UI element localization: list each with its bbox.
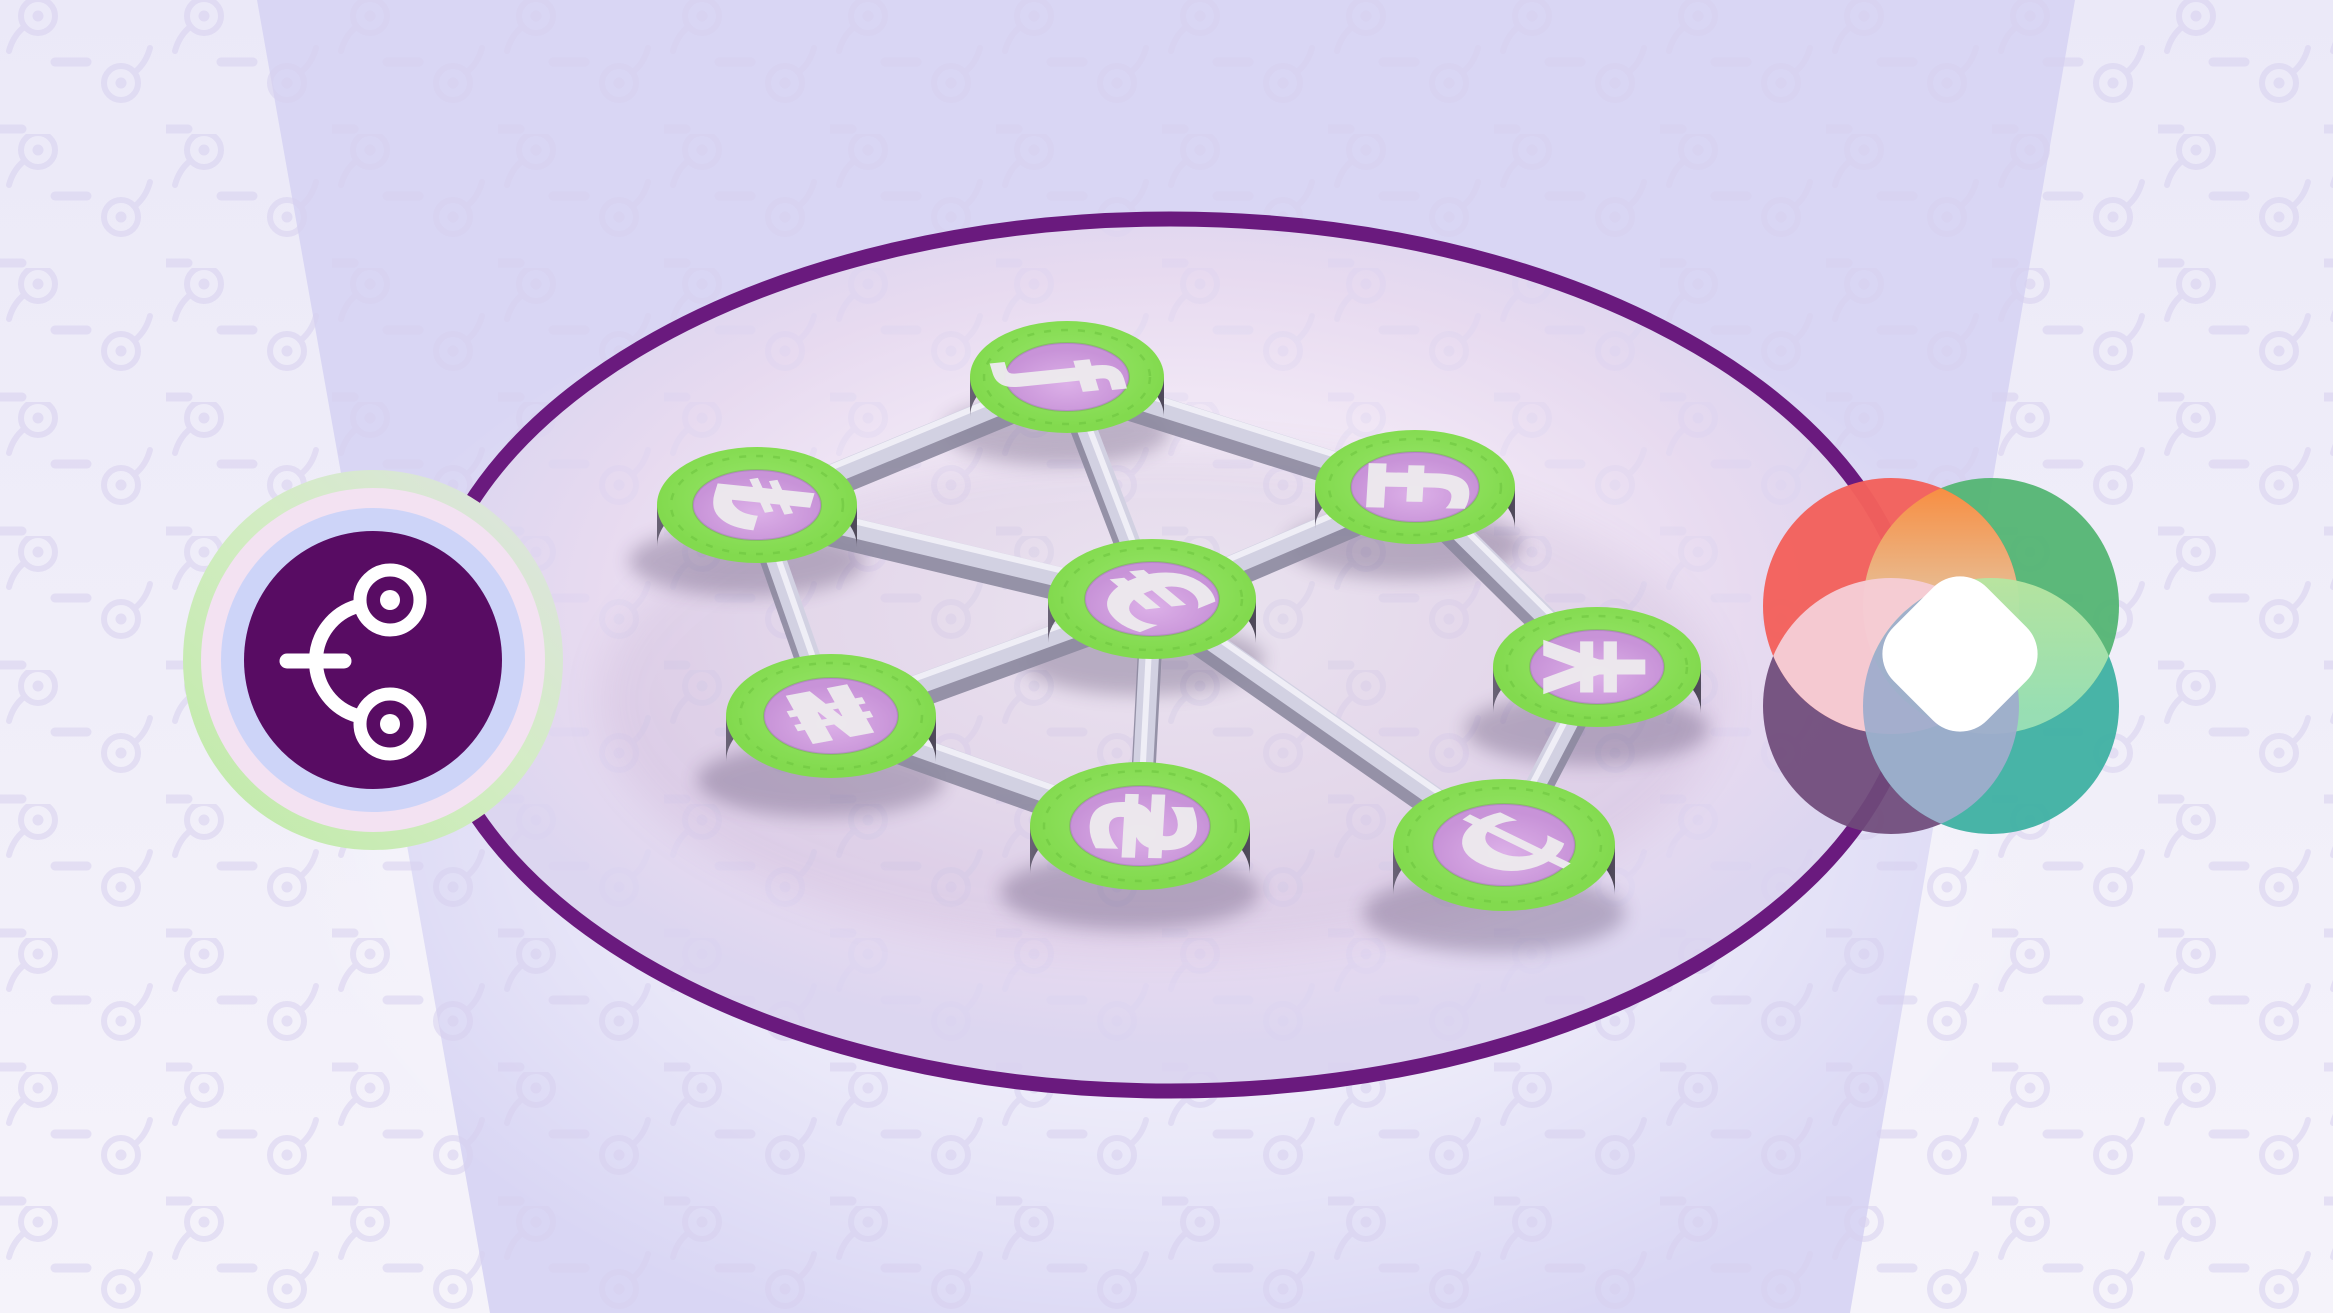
coin-euro: € [1048,539,1256,659]
coin-hryvnia: ₴ [1030,762,1250,890]
coin-yen: ¥ [1493,607,1701,727]
share-icon [279,563,427,761]
coin-naira: ₦ [726,654,936,778]
coin-symbol-yen: ¥ [1516,639,1679,696]
coin-symbol-hryvnia: ₴ [1055,789,1224,863]
coin-cedi: ₵ [1393,779,1615,911]
coin-florin: ƒ [970,321,1164,433]
coin-network: ƒ £ ₺ € ¥ [657,321,1701,911]
share-badge [183,470,563,850]
coin-lira: ₺ [657,447,857,563]
venn-logo [1763,478,2119,834]
badge-core [244,531,502,789]
venn-center-white [1882,576,2038,732]
coin-pound: £ [1315,430,1515,544]
coin-symbol-pound: £ [1333,458,1498,517]
